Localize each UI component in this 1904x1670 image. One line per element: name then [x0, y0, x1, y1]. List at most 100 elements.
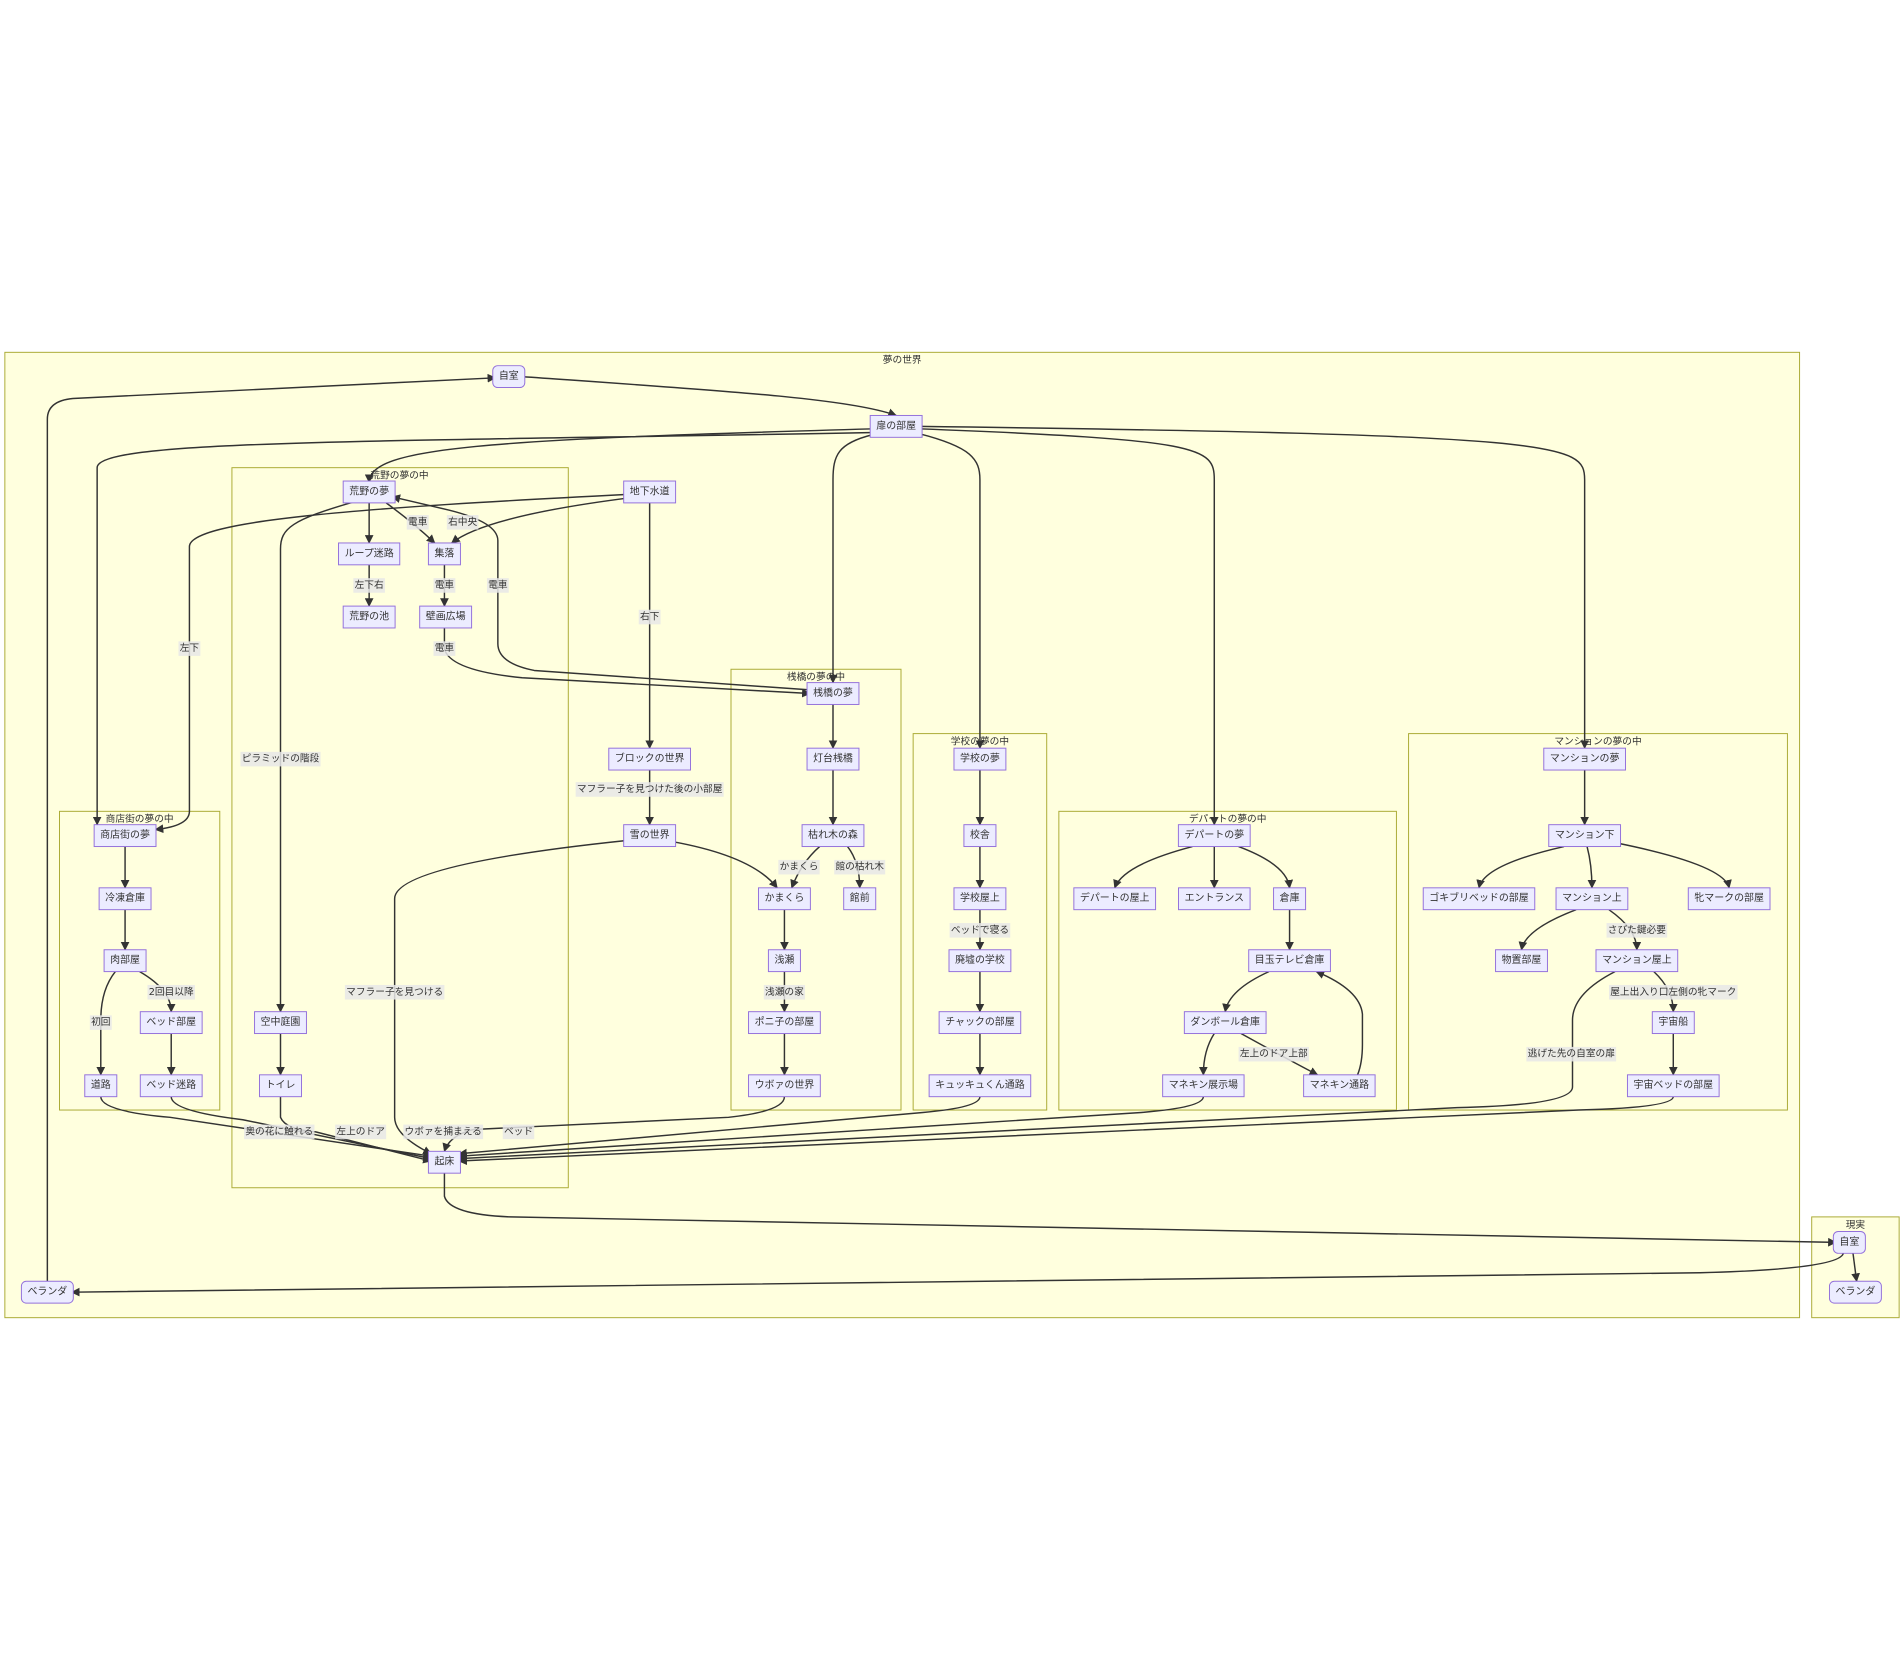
node-block[interactable]: ブロックの世界 [608, 747, 691, 771]
node-box [1177, 824, 1251, 848]
node-kouya[interactable]: 荒野の夢 [342, 480, 396, 504]
edge-label-bg [244, 1124, 315, 1140]
node-kamakura[interactable]: かまくら [757, 887, 811, 911]
node-chikasuido[interactable]: 地下水道 [623, 480, 677, 504]
node-haikyo[interactable]: 廃墟の学校 [948, 949, 1012, 973]
node-jishitsu[interactable]: 自室 [492, 365, 526, 389]
node-box [767, 949, 801, 973]
node-label: チャックの部屋 [945, 1015, 1015, 1028]
edge [100, 1096, 432, 1160]
node-label: 学校屋上 [960, 891, 1000, 904]
node-yuki[interactable]: 雪の世界 [623, 824, 677, 848]
node-kuuchuu[interactable]: 空中庭園 [254, 1011, 307, 1035]
edge [70, 1252, 1844, 1297]
edge-label: 初回 [89, 1015, 112, 1030]
node-uboa[interactable]: ウボァの世界 [748, 1074, 821, 1098]
edge-label-bg [446, 515, 479, 530]
node-manekin-tsuuro[interactable]: マネキン通路 [1303, 1074, 1376, 1098]
node-tobira[interactable]: 扉の部屋 [869, 414, 923, 438]
node-kyukkyu[interactable]: キュッキュくん通路 [928, 1074, 1032, 1098]
node-label: マネキン通路 [1310, 1078, 1369, 1091]
node-label: 冷凍倉庫 [105, 891, 145, 904]
node-kousha[interactable]: 校舎 [963, 824, 997, 848]
node-douro[interactable]: 道路 [84, 1074, 118, 1098]
node-mansion[interactable]: マンションの夢 [1543, 747, 1626, 771]
cluster-title: 現実 [1846, 1218, 1866, 1231]
node-label: 倉庫 [1280, 891, 1300, 904]
edge-label-bg [778, 859, 820, 875]
node-jishitsu-real[interactable]: 自室 [1832, 1230, 1866, 1254]
edge-label: 電車 [406, 515, 429, 530]
node-gakkou-okujou[interactable]: 学校屋上 [953, 887, 1007, 911]
edge-label: 電車 [433, 578, 456, 593]
node-chack[interactable]: チャックの部屋 [938, 1011, 1022, 1035]
edge-label: さびた鍵必要 [1606, 923, 1668, 938]
node-label: マンション屋上 [1602, 954, 1672, 966]
node-veranda-real[interactable]: ベランダ [1828, 1280, 1882, 1304]
node-kishou[interactable]: 起床 [427, 1150, 461, 1174]
node-monooki[interactable]: 物置部屋 [1495, 949, 1548, 973]
edge-label-text: マフラー子を見つける [346, 986, 443, 998]
node-hekiga[interactable]: 壁画広場 [419, 605, 473, 629]
node-mansion-ue[interactable]: マンション上 [1555, 887, 1629, 911]
edge-label-bg [1608, 984, 1738, 1000]
node-manekin-tenji[interactable]: マネキン展示場 [1162, 1074, 1245, 1098]
node-depart[interactable]: デパートの夢 [1177, 824, 1251, 848]
node-toudai[interactable]: 灯台桟橋 [806, 747, 860, 771]
node-box [623, 824, 677, 848]
node-niku[interactable]: 肉部屋 [103, 949, 147, 973]
node-label: 壁画広場 [426, 610, 466, 623]
node-box [427, 542, 461, 566]
node-sanbashi[interactable]: 桟橋の夢 [806, 682, 860, 705]
edge [672, 840, 778, 889]
edge-label: 左下 [178, 641, 201, 656]
node-box [342, 605, 396, 629]
node-box [608, 747, 691, 771]
node-label: ベランダ [27, 1285, 67, 1298]
node-uchuusen[interactable]: 宇宙船 [1651, 1011, 1695, 1035]
node-depart-okujou[interactable]: デパートの屋上 [1073, 887, 1157, 911]
node-shoutengai[interactable]: 商店街の夢 [93, 824, 157, 848]
node-entrance[interactable]: エントランス [1178, 887, 1251, 911]
node-toire[interactable]: トイレ [259, 1074, 302, 1098]
node-mesu[interactable]: 牝マークの部屋 [1687, 887, 1771, 911]
node-box [1248, 949, 1331, 973]
edge-label: 左上のドア [335, 1124, 387, 1140]
node-label: ループ迷路 [345, 546, 394, 559]
node-reitou[interactable]: 冷凍倉庫 [98, 887, 152, 911]
node-label: ゴキブリベッドの部屋 [1429, 891, 1528, 904]
node-label: マンションの夢 [1550, 752, 1620, 765]
node-box [139, 1011, 203, 1035]
node-yakata[interactable]: 館前 [843, 887, 877, 911]
node-gokiburi[interactable]: ゴキブリベッドの部屋 [1422, 887, 1536, 911]
node-mansion-okujou[interactable]: マンション屋上 [1595, 949, 1679, 973]
node-danboru[interactable]: ダンボール倉庫 [1183, 1011, 1267, 1035]
node-label: 荒野の夢 [349, 484, 389, 497]
node-loop[interactable]: ループ迷路 [338, 542, 401, 566]
node-bed-meiro[interactable]: ベッド迷路 [139, 1074, 203, 1098]
node-kareki[interactable]: 枯れ木の森 [801, 824, 865, 848]
node-gakkou[interactable]: 学校の夢 [953, 747, 1007, 771]
edge-label: マフラー子を見つけた後の小部屋 [575, 782, 724, 797]
node-veranda-dream[interactable]: ベランダ [20, 1280, 74, 1304]
node-box [259, 1074, 302, 1098]
node-bed-heya[interactable]: ベッド部屋 [139, 1011, 203, 1035]
node-poniko[interactable]: ポニ子の部屋 [748, 1011, 821, 1035]
node-souko[interactable]: 倉庫 [1273, 887, 1307, 911]
edge-label: 右下 [638, 610, 661, 625]
node-mansion-shita[interactable]: マンション下 [1548, 824, 1622, 848]
edge [364, 428, 875, 484]
node-label: キュッキュくん通路 [935, 1078, 1025, 1091]
node-asase[interactable]: 浅瀬 [767, 949, 801, 973]
edge-label-bg [178, 641, 201, 656]
node-label: 枯れ木の森 [808, 828, 858, 841]
node-shuuraku[interactable]: 集落 [427, 542, 461, 566]
node-medama[interactable]: 目玉テレビ倉庫 [1248, 949, 1331, 973]
node-label: 牝マークの部屋 [1694, 891, 1764, 904]
node-kouya-ike[interactable]: 荒野の池 [342, 605, 396, 629]
node-box [1422, 887, 1536, 911]
node-uchuu-bed[interactable]: 宇宙ベッドの部屋 [1626, 1074, 1720, 1098]
node-label: ベッド迷路 [146, 1078, 196, 1091]
edge [170, 1096, 432, 1162]
